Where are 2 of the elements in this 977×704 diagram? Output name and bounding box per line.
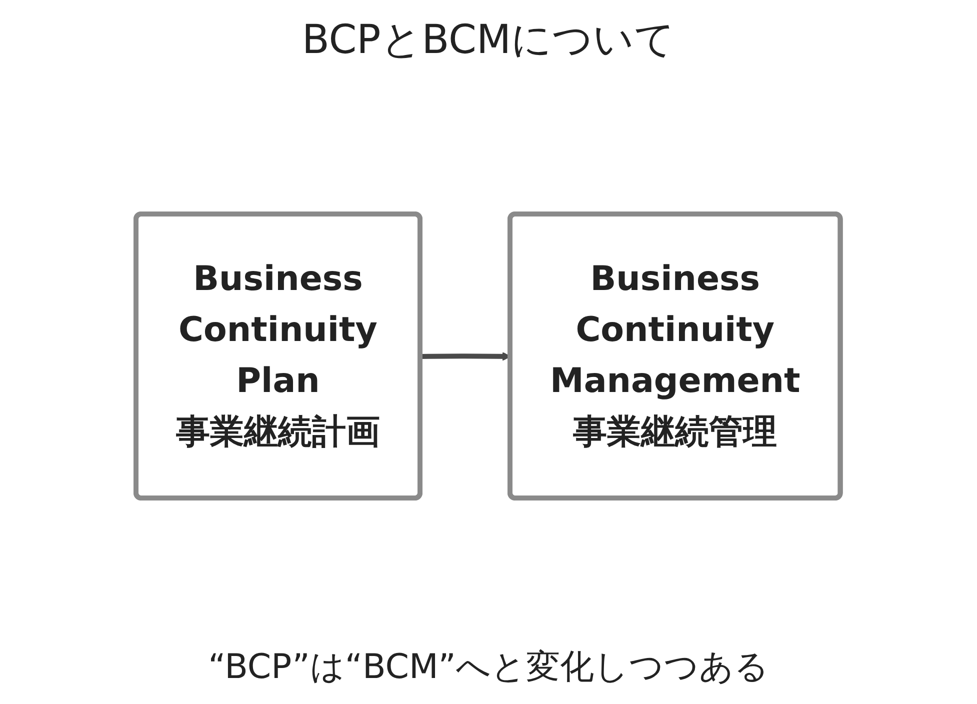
title: BCPとBCMについて xyxy=(302,16,675,65)
caption: “BCP”は“BCM”へと変化しつつある xyxy=(208,646,769,689)
